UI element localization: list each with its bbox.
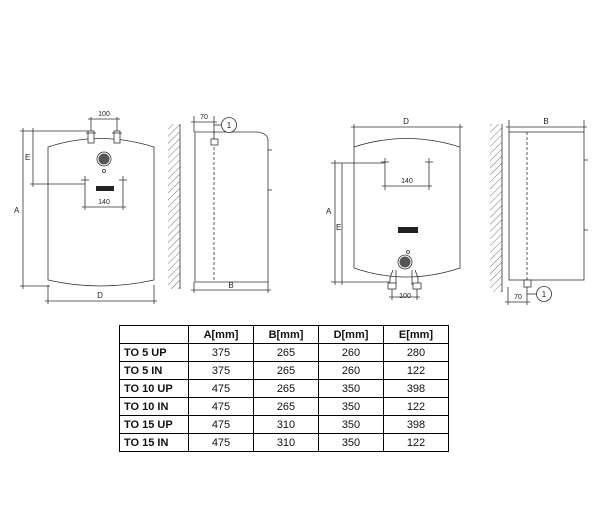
table-cell-e: 122 bbox=[383, 397, 449, 416]
side-view-bottom-connections bbox=[490, 120, 588, 305]
callout-1-view2: 1 bbox=[227, 121, 232, 130]
technical-drawings: 100 140 A E D 70 1 B bbox=[14, 111, 588, 305]
dim-a-label-view1: A bbox=[14, 206, 20, 215]
table-row: TO 15 UP 475 310 350 398 bbox=[119, 415, 449, 434]
dim-d-label-view3: D bbox=[403, 117, 409, 126]
dim-70-label-view2: 70 bbox=[200, 114, 208, 121]
table-header-e: E[mm] bbox=[383, 325, 449, 344]
table-cell-model: TO 10 UP bbox=[119, 379, 189, 398]
dim-140-label-view3: 140 bbox=[401, 178, 413, 185]
table-cell-e: 122 bbox=[383, 433, 449, 452]
dim-b-label-view2: B bbox=[228, 281, 233, 290]
table-cell-a: 475 bbox=[188, 379, 254, 398]
front-view-top-connections bbox=[20, 117, 157, 304]
dim-a-label-view3: A bbox=[326, 207, 332, 216]
table-row: TO 15 IN 475 310 350 122 bbox=[119, 433, 449, 452]
table-cell-b: 310 bbox=[253, 415, 319, 434]
table-row: TO 5 IN 375 265 260 122 bbox=[119, 361, 449, 380]
table-cell-model: TO 15 UP bbox=[119, 415, 189, 434]
table-cell-b: 265 bbox=[253, 361, 319, 380]
table-cell-b: 265 bbox=[253, 379, 319, 398]
table-cell-model: TO 10 IN bbox=[119, 397, 189, 416]
dim-70-label-view4: 70 bbox=[514, 294, 522, 301]
table-cell-e: 398 bbox=[383, 415, 449, 434]
table-header-row: A[mm] B[mm] D[mm] E[mm] bbox=[119, 325, 449, 344]
table-cell-d: 350 bbox=[318, 433, 384, 452]
table-row: TO 10 IN 475 265 350 122 bbox=[119, 397, 449, 416]
dim-e-label-view3: E bbox=[336, 223, 341, 232]
table-header-b: B[mm] bbox=[253, 325, 319, 344]
table-cell-d: 350 bbox=[318, 379, 384, 398]
table-cell-model: TO 15 IN bbox=[119, 433, 189, 452]
table-cell-b: 265 bbox=[253, 343, 319, 362]
dim-100-label-view3: 100 bbox=[399, 293, 411, 300]
front-view-bottom-connections bbox=[331, 124, 463, 300]
table-row: TO 5 UP 375 265 260 280 bbox=[119, 343, 449, 362]
dim-d-label-view1: D bbox=[97, 291, 103, 300]
table-cell-model: TO 5 UP bbox=[119, 343, 189, 362]
table-cell-a: 475 bbox=[188, 397, 254, 416]
table-cell-a: 475 bbox=[188, 433, 254, 452]
table-cell-model: TO 5 IN bbox=[119, 361, 189, 380]
side-view-top-connections bbox=[168, 116, 272, 293]
table-cell-d: 260 bbox=[318, 343, 384, 362]
table-cell-a: 475 bbox=[188, 415, 254, 434]
table-cell-d: 350 bbox=[318, 415, 384, 434]
table-cell-d: 350 bbox=[318, 397, 384, 416]
table-row: TO 10 UP 475 265 350 398 bbox=[119, 379, 449, 398]
table-cell-a: 375 bbox=[188, 361, 254, 380]
dim-e-label-view1: E bbox=[25, 153, 30, 162]
dimensions-table: A[mm] B[mm] D[mm] E[mm] TO 5 UP 375 265 … bbox=[119, 325, 449, 452]
table-header-blank bbox=[119, 325, 189, 344]
table-cell-d: 260 bbox=[318, 361, 384, 380]
table-cell-e: 280 bbox=[383, 343, 449, 362]
table-cell-b: 310 bbox=[253, 433, 319, 452]
table-cell-a: 375 bbox=[188, 343, 254, 362]
table-cell-e: 122 bbox=[383, 361, 449, 380]
dim-b-label-view4: B bbox=[543, 117, 548, 126]
table-header-a: A[mm] bbox=[188, 325, 254, 344]
callout-1-view4: 1 bbox=[542, 290, 547, 299]
table-cell-b: 265 bbox=[253, 397, 319, 416]
table-header-d: D[mm] bbox=[318, 325, 384, 344]
dim-100-label-view1: 100 bbox=[98, 111, 110, 118]
table-cell-e: 398 bbox=[383, 379, 449, 398]
dim-140-label-view1: 140 bbox=[98, 199, 110, 206]
